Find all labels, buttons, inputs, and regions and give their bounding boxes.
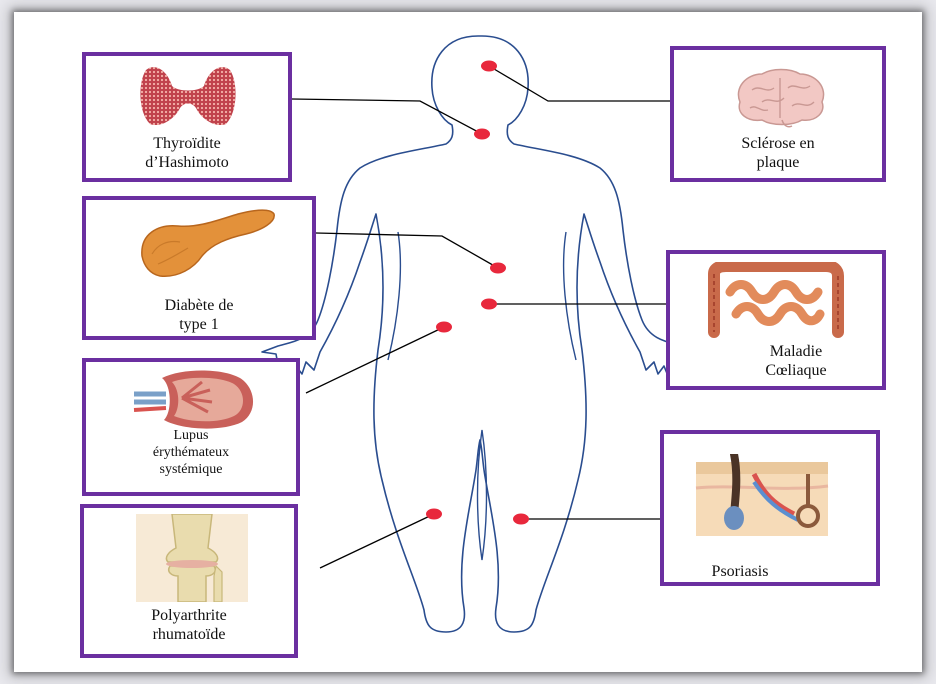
label-psoriasis: Psoriasis [604,562,876,581]
marker-intestine [481,299,497,310]
label-polyarthritis: Polyarthrite rhumatoïde [84,606,294,644]
pancreas-icon [138,204,278,280]
arm-inner-right [564,232,576,360]
marker-knee [426,509,442,520]
box-coeliac: Maladie Cœliaque [666,250,886,390]
intestine-icon [706,262,846,342]
leader-polyarthrite [320,514,434,568]
leader-thyroid [292,99,482,134]
label-coeliac: Maladie Cœliaque [710,342,882,380]
marker-kidney [436,322,452,333]
skin-icon [694,454,830,536]
kidney-icon [132,368,262,430]
box-polyarthritis: Polyarthrite rhumatoïde [80,504,298,658]
box-diabetes: Diabète de type 1 [82,196,316,340]
box-thyroiditis: Thyroïdite d’Hashimoto [82,52,292,182]
leader-sclerose [489,66,672,101]
thyroid-gland-icon [136,62,240,128]
label-diabetes: Diabète de type 1 [86,296,312,334]
box-lupus: Lupus érythémateux systémique [82,358,300,496]
label-thyroiditis: Thyroïdite d’Hashimoto [86,134,288,172]
box-sclerose: Sclérose en plaque [670,46,886,182]
knee-joint-icon [136,514,248,602]
marker-skin [513,514,529,525]
label-lupus: Lupus érythémateux systémique [86,428,296,478]
label-sclerose: Sclérose en plaque [674,134,882,172]
box-psoriasis: Psoriasis [660,430,880,586]
leader-diabete [316,233,498,268]
brain-icon [732,68,830,128]
marker-brain [481,61,497,72]
arm-inner-left [388,232,400,360]
marker-thyroid [474,129,490,140]
marker-pancreas [490,263,506,274]
